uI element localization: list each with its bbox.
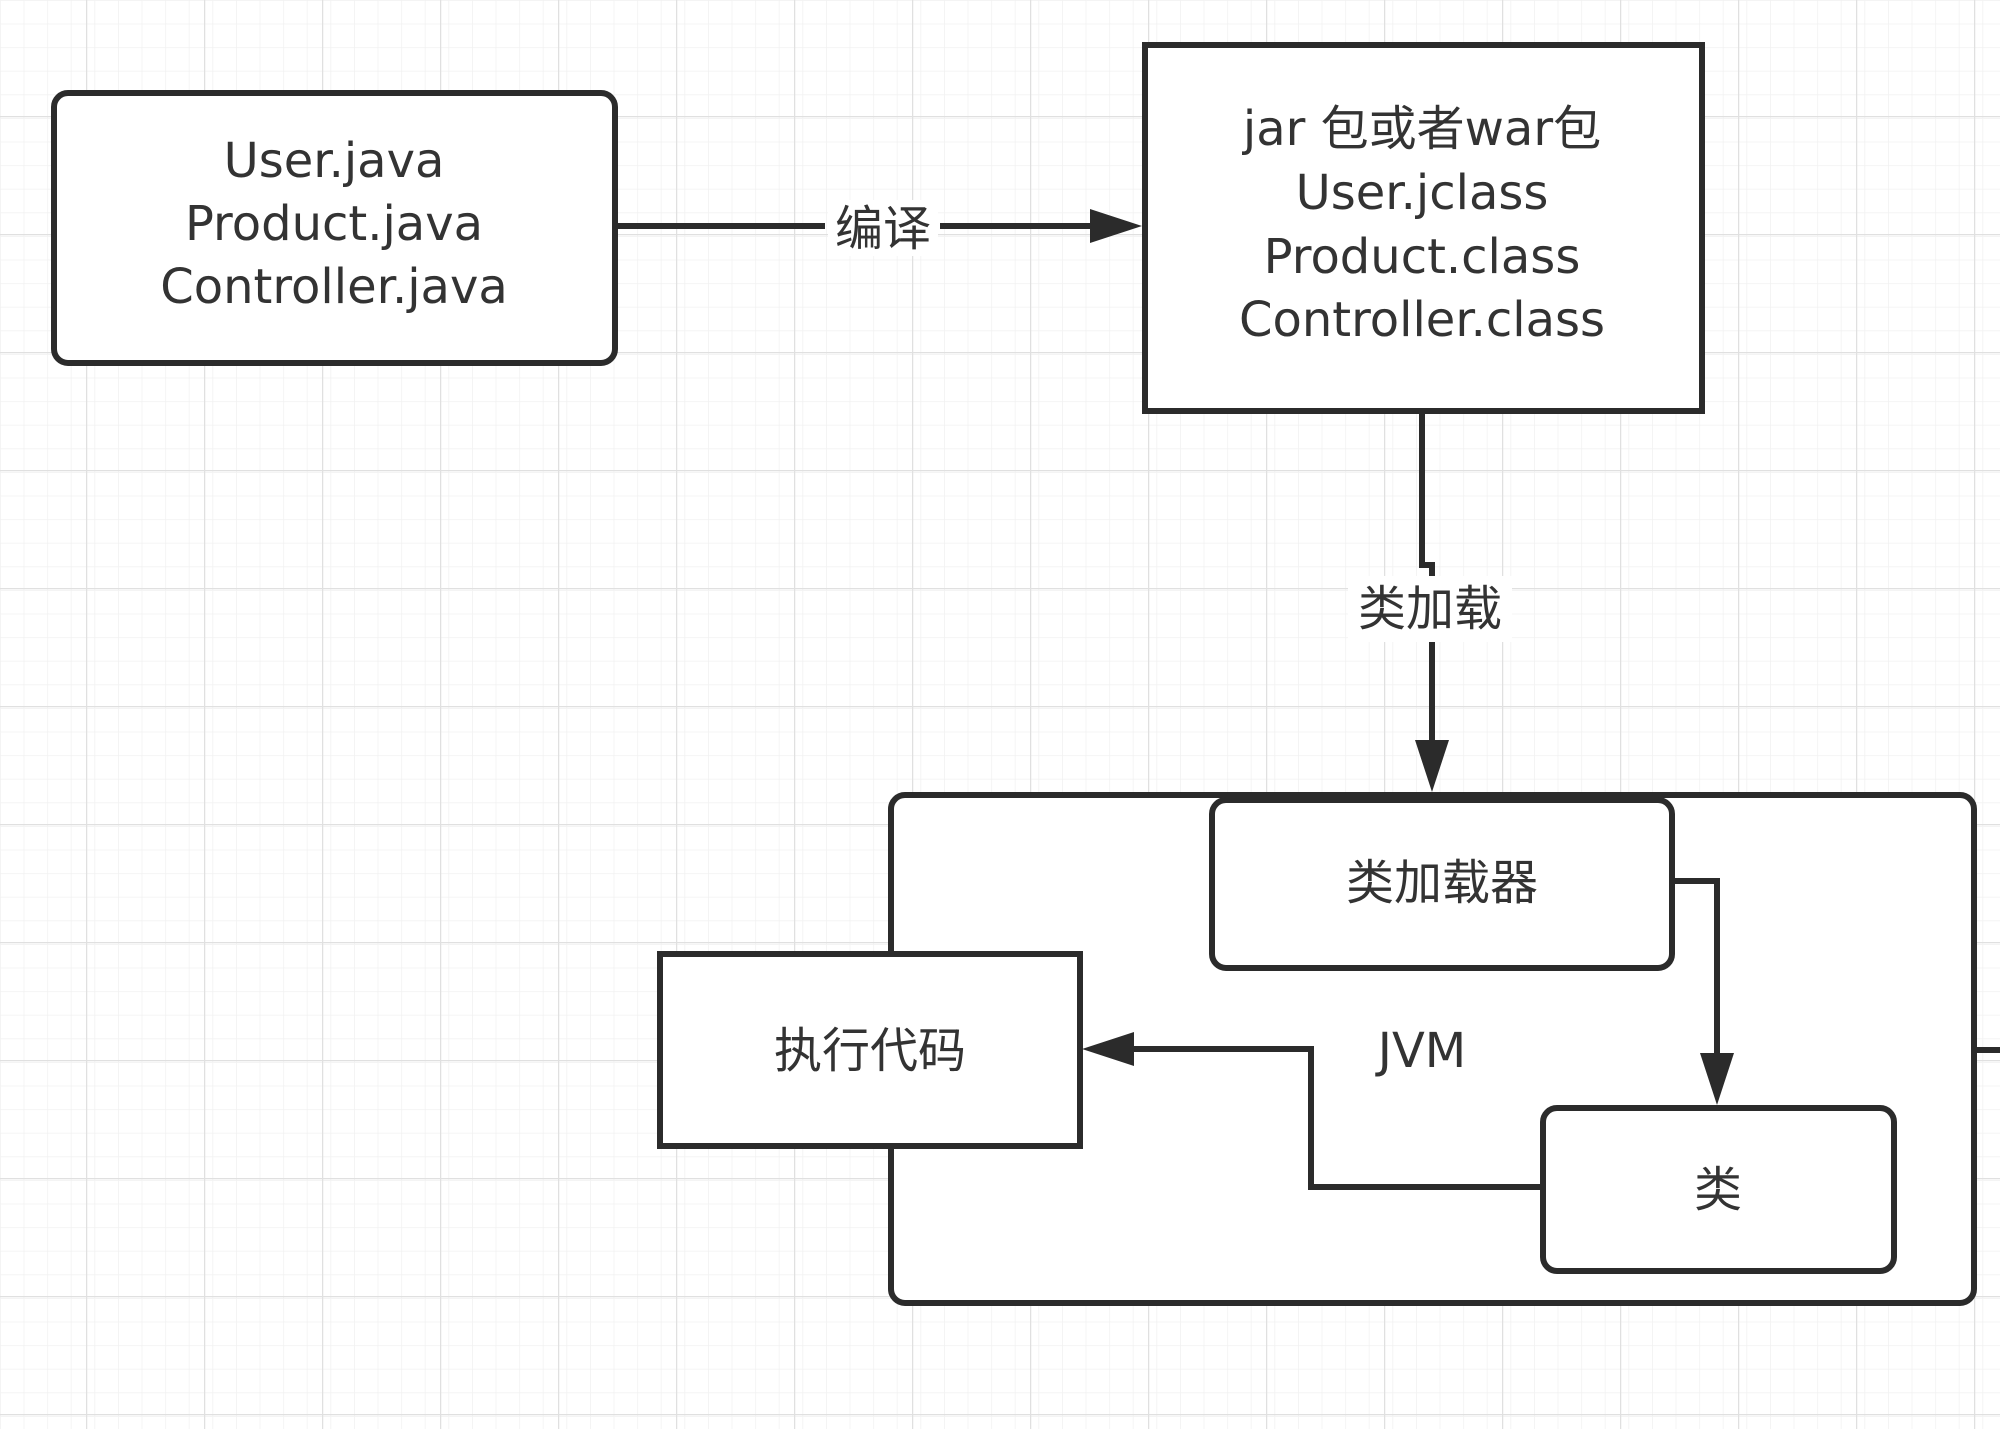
- source-files-node[interactable]: User.java Product.java Controller.java: [51, 90, 618, 366]
- package-line: jar 包或者war包: [1242, 101, 1601, 157]
- execute-code-label: 执行代码: [774, 1023, 966, 1079]
- source-file-line: User.java: [224, 133, 445, 189]
- compile-label: 编译: [835, 201, 931, 257]
- source-file-line: Controller.java: [160, 259, 508, 315]
- source-file-line: Product.java: [185, 196, 483, 252]
- class-loading-edge[interactable]: 类加载: [1348, 414, 1512, 792]
- class-loader-label: 类加载器: [1346, 855, 1538, 911]
- loader-to-class-edge[interactable]: [1675, 878, 1734, 1105]
- class-label: 类: [1694, 1162, 1742, 1218]
- class-loading-label: 类加载: [1358, 581, 1502, 637]
- package-line: Product.class: [1264, 229, 1581, 285]
- compile-edge[interactable]: 编译: [618, 200, 1142, 257]
- execute-code-node[interactable]: 执行代码: [657, 951, 1083, 1149]
- class-loader-node[interactable]: 类加载器: [1209, 797, 1675, 971]
- package-line: Controller.class: [1239, 292, 1605, 348]
- class-node[interactable]: 类: [1540, 1105, 1897, 1274]
- class-to-execute-edge[interactable]: [1082, 1032, 1540, 1190]
- package-node[interactable]: jar 包或者war包 User.jclass Product.class Co…: [1142, 42, 1705, 414]
- jvm-label: JVM: [1375, 1023, 1466, 1079]
- package-line: User.jclass: [1296, 165, 1549, 221]
